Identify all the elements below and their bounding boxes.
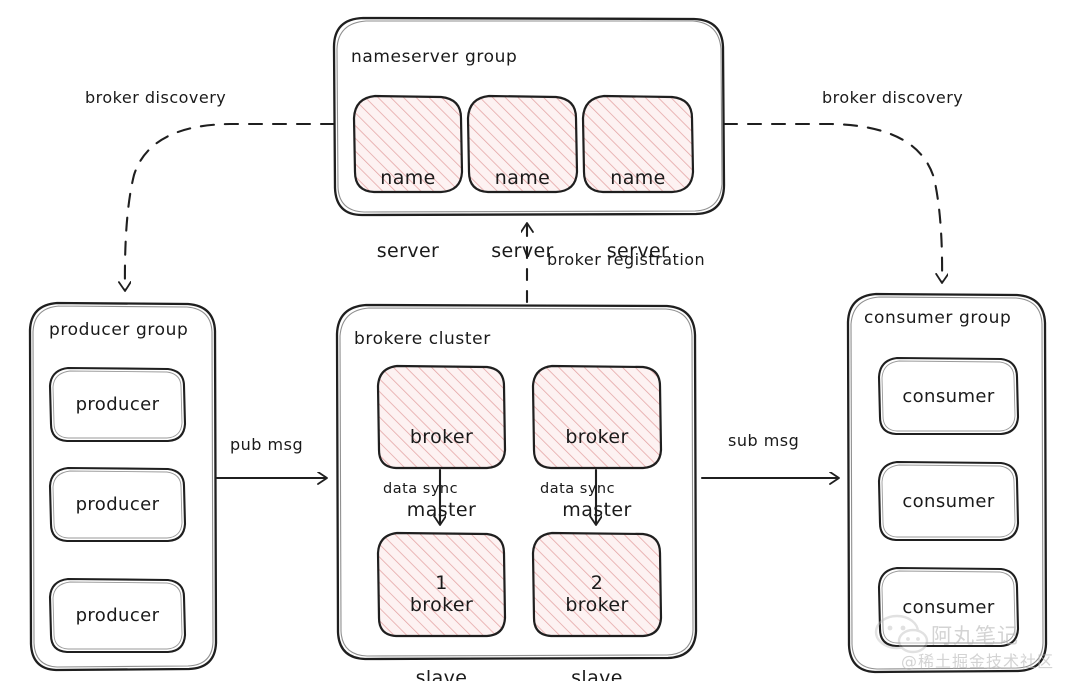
edge-label-sub-msg: sub msg	[728, 431, 800, 450]
name-server-node-3[interactable]	[581, 94, 695, 194]
edge-label-broker-discovery-right: broker discovery	[822, 88, 964, 107]
watermark-wechat-icon	[874, 614, 929, 654]
consumer-label-3: consumer	[902, 597, 995, 618]
edge-label-broker-registration: broker registration	[547, 250, 706, 269]
nameserver-group-container	[332, 16, 726, 217]
broker-line2: master	[406, 498, 477, 521]
broker-slave-node-2[interactable]	[531, 531, 663, 638]
name-server-node-2[interactable]	[466, 94, 579, 194]
producer-node-1[interactable]	[48, 366, 187, 443]
watermark-brand: 阿丸笔记	[931, 624, 1019, 648]
broker-master-label-1: broker master 1	[378, 376, 505, 643]
name-server-line2: server	[491, 239, 554, 262]
edge-label-broker-discovery-left: broker discovery	[85, 88, 227, 107]
name-server-label-2: name server	[468, 117, 577, 312]
consumer-node-3[interactable]	[877, 566, 1020, 648]
edge-label-data-sync-2: data sync	[540, 481, 616, 497]
nameserver-group-title: nameserver group	[351, 47, 518, 67]
name-server-line1: name	[610, 166, 666, 189]
broker-cluster-title: brokere cluster	[354, 329, 491, 349]
broker-line2: master	[562, 498, 632, 521]
name-server-line1: name	[494, 166, 551, 189]
producer-label-1: producer	[75, 394, 160, 415]
producer-node-3[interactable]	[48, 577, 187, 654]
broker-line3: 1	[435, 571, 448, 594]
producer-label-3: producer	[75, 605, 160, 626]
broker-line2: slave	[415, 666, 468, 681]
broker-master-node-1[interactable]	[376, 364, 507, 470]
producer-group-container	[28, 301, 218, 672]
name-server-label-1: name server	[354, 117, 462, 312]
broker-master-label-2: broker master 2	[533, 376, 661, 643]
broker-cluster-container	[335, 303, 698, 661]
name-server-line2: server	[606, 239, 670, 262]
name-server-label-3: name server	[583, 117, 693, 312]
broker-line1: broker	[565, 425, 629, 448]
producer-node-2[interactable]	[48, 466, 187, 543]
broker-slave-label-2: broker slave 2	[533, 544, 661, 681]
broker-slave-node-1[interactable]	[376, 531, 507, 638]
broker-master-node-2[interactable]	[531, 364, 663, 470]
consumer-node-1[interactable]	[877, 356, 1020, 436]
consumer-label-1: consumer	[902, 386, 995, 407]
producer-label-2: producer	[75, 494, 160, 515]
edge-broker-discovery-left	[125, 122, 336, 290]
broker-line1: broker	[409, 425, 474, 448]
broker-line1: broker	[409, 593, 474, 616]
edge-label-data-sync-1: data sync	[383, 481, 459, 497]
broker-line3: 2	[590, 571, 604, 594]
consumer-group-title: consumer group	[864, 308, 1012, 328]
broker-slave-label-1: broker slave 1	[378, 544, 505, 681]
name-server-line1: name	[380, 166, 436, 189]
broker-line1: broker	[565, 593, 629, 616]
consumer-label-2: consumer	[902, 491, 995, 512]
consumer-group-container	[846, 292, 1048, 674]
consumer-node-2[interactable]	[877, 460, 1020, 542]
watermark-source: @稀土掘金技术社区	[901, 652, 1055, 671]
broker-line2: slave	[571, 666, 623, 681]
edge-label-pub-msg: pub msg	[230, 435, 304, 454]
name-server-line2: server	[376, 239, 440, 262]
producer-group-title: producer group	[49, 320, 189, 340]
edge-broker-discovery-right	[722, 122, 942, 282]
name-server-node-1[interactable]	[352, 94, 464, 194]
